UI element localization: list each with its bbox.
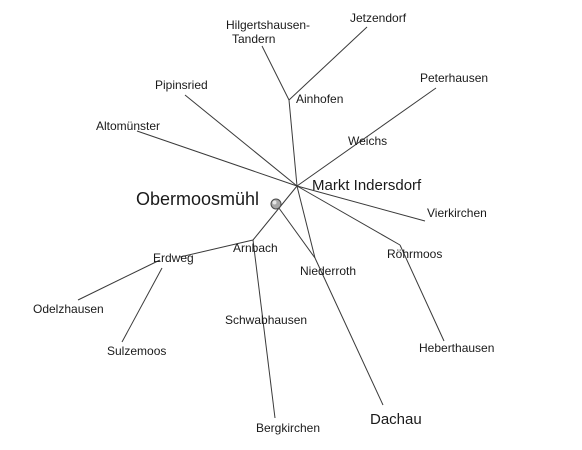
- label-pipinsried: Pipinsried: [155, 78, 208, 92]
- label-erdweg: Erdweg: [153, 251, 194, 265]
- obermoosmuehl-marker: [270, 198, 282, 210]
- label-roehrmoos: Röhrmoos: [387, 247, 442, 261]
- road-indersdorf-vierkirchen: [296, 185, 426, 222]
- label-sulzemoos: Sulzemoos: [107, 344, 166, 358]
- road-niederroth-dachau: [314, 257, 384, 406]
- road-indersdorf-niederroth: [296, 185, 316, 259]
- label-schwabhausen: Schwabhausen: [225, 313, 307, 327]
- roads: [77, 26, 445, 419]
- place-labels: Hilgertshausen- Tandern Jetzendorf Pipin…: [33, 11, 494, 435]
- road-erdweg-odelzhausen: [77, 259, 161, 301]
- label-hilgertshausen-line2: Tandern: [232, 32, 275, 46]
- label-niederroth: Niederroth: [300, 264, 356, 278]
- label-bergkirchen: Bergkirchen: [256, 421, 320, 435]
- label-ainhofen: Ainhofen: [296, 92, 343, 106]
- label-jetzendorf: Jetzendorf: [350, 11, 407, 25]
- road-indersdorf-peterhausen: [296, 87, 437, 187]
- road-indersdorf-roehrmoos: [296, 185, 401, 246]
- road-arnbach-bergkirchen: [252, 239, 276, 419]
- label-dachau: Dachau: [370, 411, 422, 428]
- label-heberthausen: Heberthausen: [419, 341, 494, 355]
- road-ainhofen-jetzendorf: [288, 26, 368, 101]
- road-erdweg-sulzemoos: [121, 267, 163, 343]
- road-indersdorf-arnbach: [252, 185, 298, 241]
- label-vierkirchen: Vierkirchen: [427, 206, 487, 220]
- label-hilgertshausen-line1: Hilgertshausen-: [226, 18, 310, 32]
- label-arnbach: Arnbach: [233, 241, 278, 255]
- label-odelzhausen: Odelzhausen: [33, 302, 104, 316]
- label-obermoosmuehl: Obermoosmühl: [136, 189, 259, 209]
- road-ainhofen-hilgertshausen: [261, 45, 290, 101]
- road-obermoosmuehl-niederroth: [275, 203, 316, 259]
- road-roehrmoos-heberthausen: [399, 244, 445, 342]
- road-indersdorf-altomuenster: [136, 130, 298, 187]
- road-indersdorf-pipinsried: [184, 94, 298, 187]
- label-peterhausen: Peterhausen: [420, 71, 488, 85]
- road-indersdorf-ainhofen: [288, 99, 298, 187]
- label-markt-indersdorf: Markt Indersdorf: [312, 177, 422, 194]
- road-arnbach-erdweg: [179, 239, 254, 258]
- label-altomuenster: Altomünster: [96, 119, 160, 133]
- label-weichs: Weichs: [348, 134, 387, 148]
